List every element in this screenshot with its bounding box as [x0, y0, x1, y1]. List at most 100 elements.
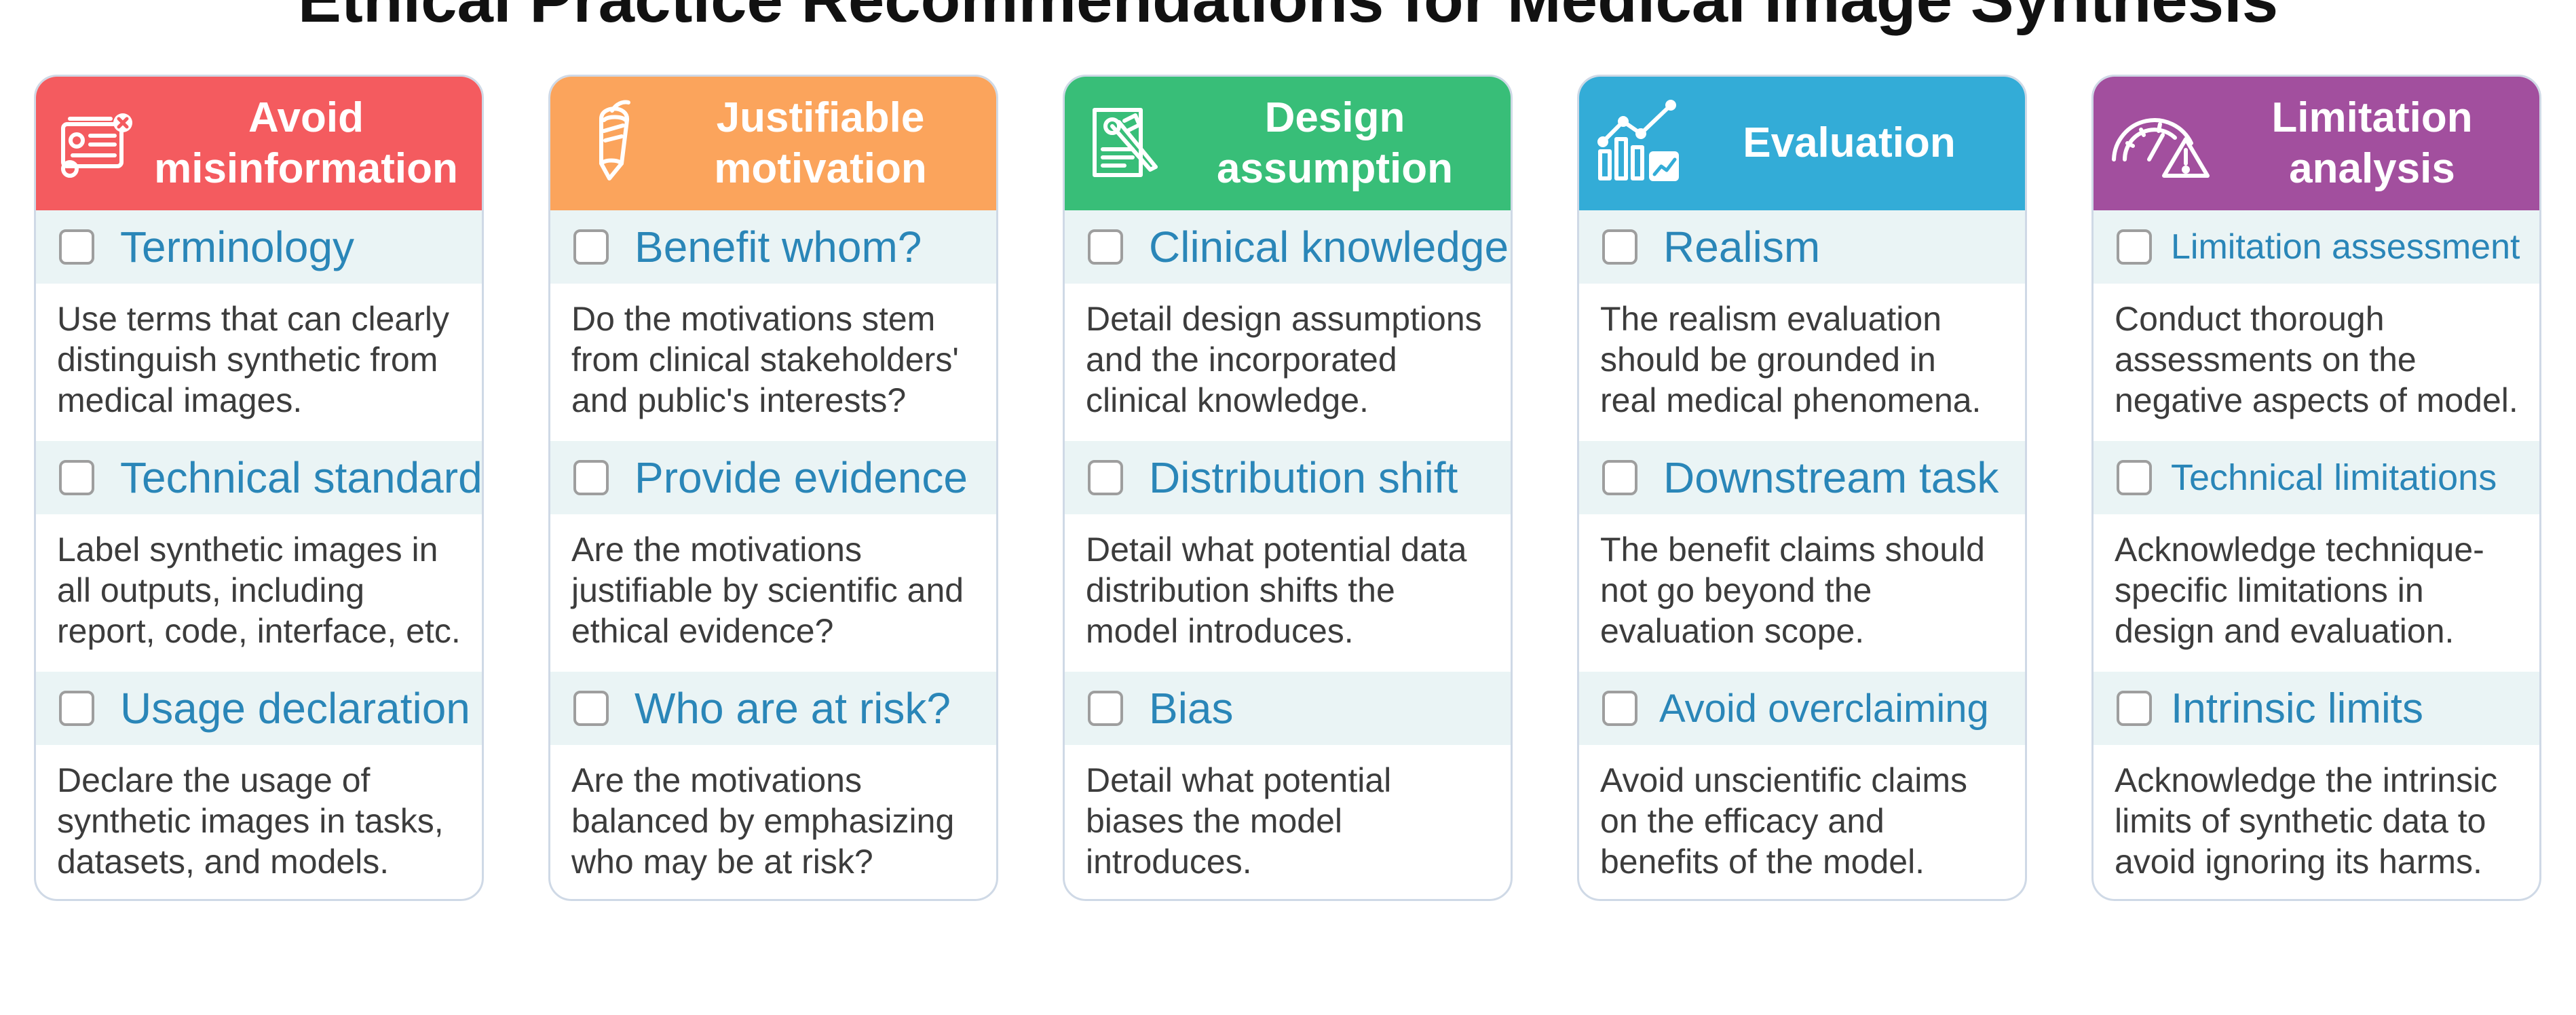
item-benefit-whom[interactable]: Benefit whom?	[550, 210, 996, 284]
desc-line: benefits of the model.	[1600, 843, 1925, 881]
checkbox[interactable]	[2117, 460, 2152, 495]
desc-line: report, code, interface, etc.	[57, 612, 461, 650]
item-distribution-shift[interactable]: Distribution shift	[1065, 441, 1511, 514]
checkbox[interactable]	[2117, 691, 2152, 726]
card-justifiable-motivation: Justifiable motivation Benefit whom? Do …	[548, 75, 998, 901]
item-title: Avoid overclaiming	[1659, 686, 1989, 731]
desc-line: design and evaluation.	[2115, 612, 2455, 650]
desc-line: Acknowledge the intrinsic	[2115, 761, 2498, 799]
item-technical-standard[interactable]: Technical standard	[36, 441, 482, 514]
item-description: The realism evaluation should be grounde…	[1579, 284, 2025, 441]
desc-line: Are the motivations	[571, 531, 862, 569]
desc-line: Are the motivations	[571, 761, 862, 799]
desc-line: evaluation scope.	[1600, 612, 1865, 650]
item-description: Are the motivations balanced by emphasiz…	[550, 745, 996, 899]
checkbox[interactable]	[1088, 460, 1123, 495]
item-description: Detail what potential data distribution …	[1065, 514, 1511, 672]
item-description: Are the motivations justifiable by scien…	[550, 514, 996, 672]
item-title: Limitation assessment	[2171, 227, 2520, 267]
desc-line: distribution shifts the	[1086, 571, 1395, 609]
item-description: Acknowledge technique- specific limitati…	[2094, 514, 2539, 672]
card-evaluation: Evaluation Realism The realism evaluatio…	[1577, 75, 2027, 901]
card-title: Justifiable motivation	[656, 77, 985, 210]
desc-line: Declare the usage of	[57, 761, 371, 799]
checkbox[interactable]	[1602, 460, 1637, 495]
desc-line: introduces.	[1086, 843, 1252, 881]
desc-line: The realism evaluation	[1600, 300, 1942, 338]
item-title: Provide evidence	[634, 453, 968, 502]
item-technical-limitations[interactable]: Technical limitations	[2094, 441, 2539, 514]
desc-line: real medical phenomena.	[1600, 381, 1982, 419]
item-terminology[interactable]: Terminology	[36, 210, 482, 284]
item-bias[interactable]: Bias	[1065, 672, 1511, 745]
desc-line: balanced by emphasizing	[571, 802, 955, 840]
desc-line: Detail what potential	[1086, 761, 1392, 799]
desc-line: assessments on the	[2115, 341, 2417, 379]
card-header: Justifiable motivation	[550, 77, 996, 210]
document-tools-icon	[1082, 92, 1170, 193]
desc-line: Acknowledge technique-	[2115, 531, 2484, 569]
desc-line: all outputs, including	[57, 571, 365, 609]
desc-line: Avoid unscientific claims	[1600, 761, 1967, 799]
item-description: Conduct thorough assessments on the nega…	[2094, 284, 2539, 441]
item-title: Usage declaration	[120, 684, 470, 733]
desc-line: synthetic images in tasks,	[57, 802, 444, 840]
checkbox[interactable]	[59, 691, 94, 726]
item-provide-evidence[interactable]: Provide evidence	[550, 441, 996, 514]
item-title: Technical standard	[120, 453, 482, 502]
desc-line: specific limitations in	[2115, 571, 2424, 609]
item-title: Benefit whom?	[634, 223, 922, 271]
item-description: Do the motivations stem from clinical st…	[550, 284, 996, 441]
item-description: Avoid unscientific claims on the efficac…	[1579, 745, 2025, 899]
desc-line: datasets, and models.	[57, 843, 390, 881]
card-title-line: Limitation	[2271, 94, 2473, 142]
checkbox[interactable]	[1088, 229, 1123, 265]
checkbox[interactable]	[2117, 229, 2152, 265]
item-who-at-risk[interactable]: Who are at risk?	[550, 672, 996, 745]
desc-line: model introduces.	[1086, 612, 1354, 650]
card-header: Avoid misinformation	[36, 77, 482, 210]
item-intrinsic-limits[interactable]: Intrinsic limits	[2094, 672, 2539, 745]
card-title: Evaluation	[1684, 77, 2014, 210]
desc-line: Do the motivations stem	[571, 300, 936, 338]
card-title: Limitation analysis	[2216, 77, 2528, 210]
card-header: Design assumption	[1065, 77, 1511, 210]
desc-line: not go beyond the	[1600, 571, 1872, 609]
card-title: Design assumption	[1170, 77, 1500, 210]
desc-line: justifiable by scientific and	[571, 571, 964, 609]
checkbox[interactable]	[59, 460, 94, 495]
desc-line: who may be at risk?	[571, 843, 873, 881]
desc-line: Label synthetic images in	[57, 531, 438, 569]
card-title-line: motivation	[714, 145, 927, 192]
card-header: Limitation analysis	[2094, 77, 2539, 210]
checkbox[interactable]	[1602, 691, 1637, 726]
item-description: Use terms that can clearly distinguish s…	[36, 284, 482, 441]
card-title-line: Design	[1264, 94, 1405, 142]
item-avoid-overclaiming[interactable]: Avoid overclaiming	[1579, 672, 2025, 745]
checkbox[interactable]	[573, 229, 609, 265]
item-realism[interactable]: Realism	[1579, 210, 2025, 284]
item-usage-declaration[interactable]: Usage declaration	[36, 672, 482, 745]
item-downstream-task[interactable]: Downstream task	[1579, 441, 2025, 514]
item-clinical-knowledge[interactable]: Clinical knowledge	[1065, 210, 1511, 284]
checkbox[interactable]	[1088, 691, 1123, 726]
item-title: Terminology	[120, 223, 355, 271]
item-description: Acknowledge the intrinsic limits of synt…	[2094, 745, 2539, 899]
desc-line: and the incorporated	[1086, 341, 1397, 379]
card-title-line: Justifiable	[716, 94, 925, 142]
item-title: Realism	[1663, 223, 1821, 271]
checkbox[interactable]	[573, 460, 609, 495]
card-title-line: Evaluation	[1743, 119, 1956, 167]
item-title: Downstream task	[1663, 453, 1999, 502]
desc-line: on the efficacy and	[1600, 802, 1884, 840]
card-header: Evaluation	[1579, 77, 2025, 210]
analytics-chart-icon	[1596, 92, 1684, 193]
checkbox[interactable]	[59, 229, 94, 265]
desc-line: biases the model	[1086, 802, 1343, 840]
item-title: Clinical knowledge	[1149, 223, 1509, 271]
item-limitation-assessment[interactable]: Limitation assessment	[2094, 210, 2539, 284]
checkbox[interactable]	[573, 691, 609, 726]
checkbox[interactable]	[1602, 229, 1637, 265]
desc-line: Detail what potential data	[1086, 531, 1467, 569]
desc-line: distinguish synthetic from	[57, 341, 438, 379]
